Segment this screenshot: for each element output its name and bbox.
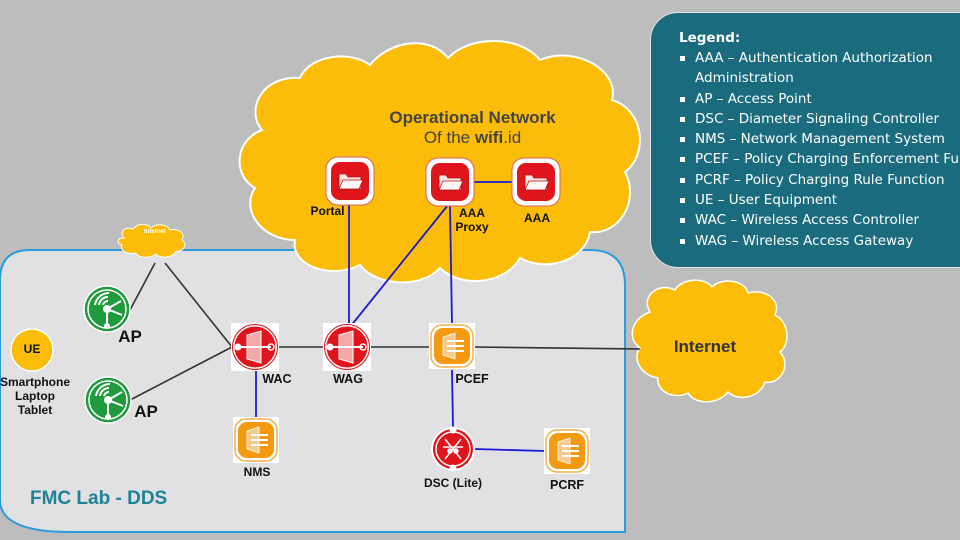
blue-links	[255, 181, 546, 452]
signaling-controller-icon	[443, 426, 463, 472]
operational-network-title: Operational Network	[389, 108, 556, 127]
link-pcef-internet	[474, 346, 641, 350]
wag-label: WAG	[333, 372, 363, 386]
wag-node[interactable]	[323, 323, 371, 371]
subtitle-brand: wifi	[474, 128, 504, 147]
gateway-icon	[326, 330, 367, 364]
legend-panel: Legend: AAA – Authentication Authorizati…	[650, 12, 960, 268]
link-ap1-cloud	[129, 262, 156, 311]
gateway-icon	[234, 330, 275, 364]
pcrf-label: PCRF	[549, 478, 585, 492]
ap1-label: AP	[118, 327, 142, 346]
ue-desc-tablet: Tablet	[17, 402, 53, 417]
link-cloud-wac	[164, 262, 233, 348]
subtitle-prefix: Of the	[423, 128, 475, 147]
aaa-node[interactable]	[511, 157, 561, 207]
dsc-label: DSC (Lite)	[424, 476, 482, 490]
ap2-node[interactable]	[84, 376, 132, 424]
ue-desc-smartphone: Smartphone	[0, 375, 70, 389]
link-aaaproxy-wag	[349, 204, 449, 328]
wac-node[interactable]	[231, 323, 279, 371]
server-icon	[557, 437, 579, 465]
link-pcef-dsc	[451, 369, 454, 429]
legend-item-nms: NMS – Network Management System	[679, 129, 960, 149]
operational-network-subtitle: Of the wifi.id	[360, 128, 585, 148]
legend-item-aaa-cont: Administration	[695, 70, 794, 87]
legend-item-ap: AP – Access Point	[679, 89, 960, 109]
lab-title: FMC Lab - DDS	[30, 488, 168, 509]
dark-links	[129, 262, 641, 401]
legend-item-pcrf: PCRF – Policy Charging Rule Function	[679, 170, 960, 190]
legend-list: AAA – Authentication Authorization Admin…	[679, 48, 960, 251]
internet-label: Internet	[673, 337, 737, 356]
legend-item-wag: WAG – Wireless Access Gateway	[679, 231, 960, 251]
legend-item-aaa: AAA – Authentication Authorization	[679, 48, 960, 68]
small-internet-cloud	[117, 223, 186, 258]
server-icon	[442, 332, 464, 360]
wac-label: WAC	[262, 372, 292, 386]
ap1-node[interactable]	[83, 285, 131, 333]
subtitle-suffix: .id	[503, 128, 522, 147]
ue-desc-laptop: Laptop	[15, 388, 55, 403]
ue-description: Smartphone Laptop Tablet	[0, 375, 74, 417]
pcrf-node[interactable]	[544, 428, 590, 474]
dsc-node[interactable]	[431, 426, 475, 472]
nms-node[interactable]	[233, 417, 279, 463]
server-icon	[246, 426, 268, 454]
legend-item-dsc: DSC – Diameter Signaling Controller	[679, 109, 960, 129]
aaa-label: AAA	[524, 211, 550, 225]
access-point-icon	[95, 382, 124, 420]
access-point-icon	[94, 291, 123, 329]
nms-label: NMS	[243, 465, 271, 479]
portal-label: Portal	[310, 204, 345, 218]
pcef-label: PCEF	[455, 372, 489, 386]
aaa-proxy-label-line2: Proxy	[455, 219, 489, 234]
ue-node[interactable]	[10, 328, 54, 372]
aaa-proxy-node[interactable]	[425, 157, 475, 207]
link-dsc-pcrf	[474, 448, 546, 452]
small-internet-label: Internet	[143, 229, 166, 235]
portal-node[interactable]	[325, 156, 375, 206]
aaa-proxy-label-line1: AAA	[459, 206, 485, 220]
pcef-node[interactable]	[429, 323, 475, 369]
link-aaaproxy-pcef	[449, 204, 453, 326]
internet-cloud	[631, 279, 788, 403]
link-ap2-wac	[129, 346, 233, 401]
legend-item-wac: WAC – Wireless Access Controller	[679, 210, 960, 230]
legend-item-pcef: PCEF – Policy Charging Enforcement Funct…	[679, 149, 960, 169]
legend-title: Legend:	[679, 30, 741, 46]
ue-label: UE	[23, 342, 41, 356]
legend-item-ue: UE – User Equipment	[679, 190, 960, 210]
ap2-label: AP	[134, 402, 158, 421]
